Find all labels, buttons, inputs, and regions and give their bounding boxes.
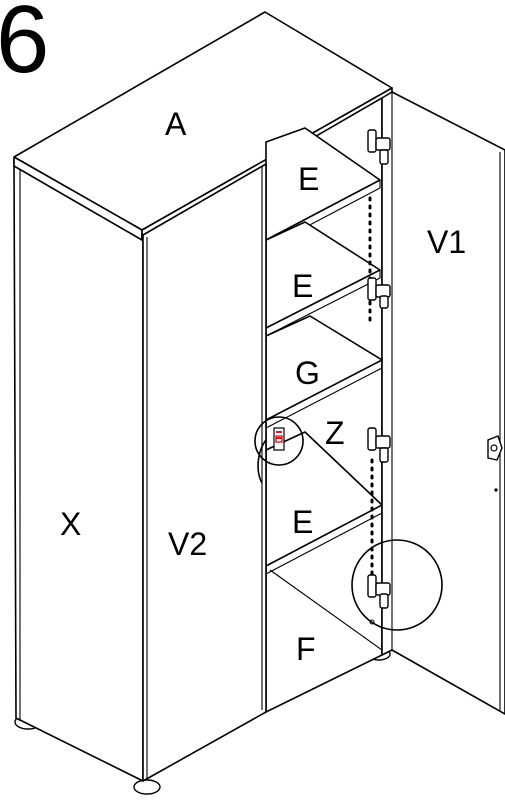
hinge-icon-3 [367,427,391,463]
shelf-e-2-edge [265,277,381,337]
label-shelf-e-1: E [298,161,319,197]
hinge-icon-2 [367,277,391,309]
shelf-e-3-edge [265,512,383,575]
door-v2 [142,163,267,782]
foot-front-right [133,779,161,795]
label-shelf-g: G [295,355,320,391]
callout-circle-latch [254,416,304,466]
lock-icon [487,435,503,492]
door-handle [257,439,267,484]
door-v1 [381,91,505,715]
label-x: X [60,506,81,542]
bottom-panel-f-line [269,569,383,651]
label-v2: V2 [168,526,207,562]
latch-icon [273,427,285,451]
side-panel-x [13,159,144,782]
step-number: 6 [0,0,50,93]
label-a: A [165,106,187,142]
label-shelf-e-3: E [292,504,313,540]
hinge-icon-4 [367,574,391,625]
label-shelf-e-2: E [292,268,313,304]
label-z: Z [325,415,345,451]
label-f: F [296,631,316,667]
hinge-icon-1 [367,129,391,165]
callout-circle-hinge [351,539,443,631]
label-v1: V1 [427,224,466,260]
